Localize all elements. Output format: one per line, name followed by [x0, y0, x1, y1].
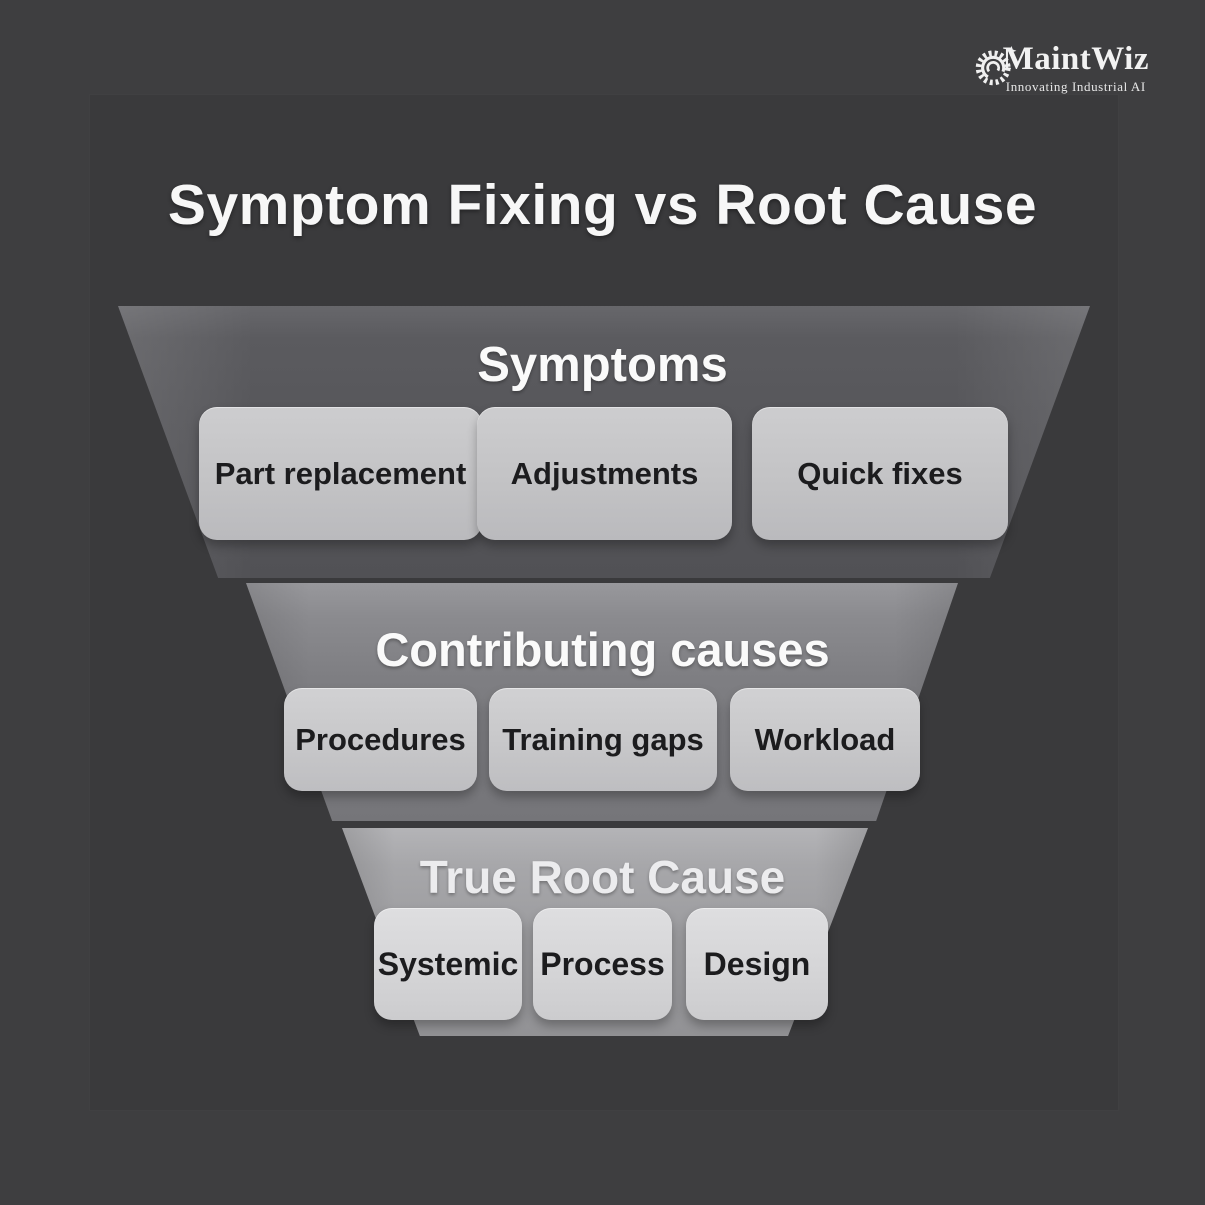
funnel-box-design: Design: [686, 908, 828, 1020]
tier-header-contributing-causes: Contributing causes: [375, 623, 830, 676]
tier-header-true-root-cause: True Root Cause: [419, 851, 786, 903]
gear-icon: [975, 45, 1017, 86]
funnel-box-systemic: Systemic: [374, 908, 522, 1020]
tier-header-symptoms: Symptoms: [477, 338, 728, 392]
sparkle-icon: [1006, 45, 1017, 56]
brand-name: MaintWiz: [1002, 41, 1149, 77]
funnel-box-workload: Workload: [730, 688, 920, 791]
funnel-box-procedures: Procedures: [284, 688, 477, 791]
funnel-box-process: Process: [533, 908, 672, 1020]
page-title: Symptom Fixing vs Root Cause: [167, 173, 1038, 237]
brand-text: MaintWiz Innovating Industrial AI: [1003, 42, 1149, 95]
funnel-box-adjustments: Adjustments: [477, 407, 732, 540]
funnel-box-part-replacement: Part replacement: [199, 407, 482, 540]
funnel-box-training-gaps: Training gaps: [489, 688, 717, 791]
brand-tagline: Innovating Industrial AI: [1005, 78, 1146, 94]
funnel-box-quick-fixes: Quick fixes: [752, 407, 1008, 540]
brand-logo: MaintWiz Innovating Industrial AI: [973, 42, 1149, 95]
